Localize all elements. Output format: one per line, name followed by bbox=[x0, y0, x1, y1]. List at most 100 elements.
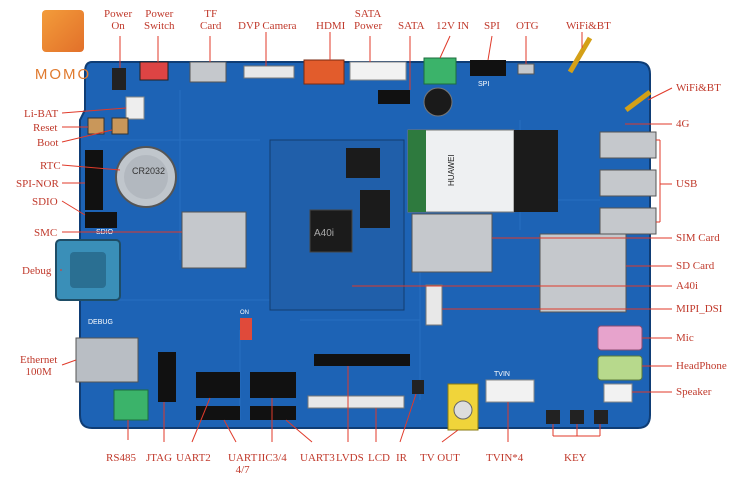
wifi-antenna-top bbox=[567, 36, 593, 74]
usb-port-1 bbox=[599, 131, 657, 159]
jtag-header bbox=[158, 352, 176, 402]
label-wifi-bt-right: WiFi&BT bbox=[676, 82, 721, 94]
cpu-label: A40i bbox=[314, 228, 334, 239]
emmc-chip bbox=[346, 148, 380, 178]
label-uart47: UART 4/7 bbox=[228, 452, 258, 476]
label-smc: SMC bbox=[34, 227, 58, 239]
otg-port bbox=[517, 63, 535, 75]
mipi-dsi-connector bbox=[425, 284, 443, 326]
spi-header bbox=[470, 60, 506, 76]
rs485-terminal bbox=[113, 389, 149, 421]
key-1 bbox=[546, 410, 560, 424]
label-jtag: JTAG bbox=[146, 452, 173, 464]
dc-12v-terminal bbox=[423, 57, 457, 85]
silk-on: ON bbox=[240, 310, 249, 316]
label-ethernet: Ethernet 100M bbox=[20, 354, 58, 378]
label-tv-out: TV OUT bbox=[420, 452, 460, 464]
label-mipi-dsi: MIPI_DSI bbox=[676, 303, 723, 315]
label-wifi-bt-top: WiFi&BT bbox=[566, 20, 611, 32]
label-tvin4: TVIN*4 bbox=[486, 452, 524, 464]
label-speaker: Speaker bbox=[676, 386, 712, 398]
ram-chip bbox=[360, 190, 390, 228]
label-iic34: IIC3/4 bbox=[258, 452, 287, 464]
tf-card-slot bbox=[189, 61, 227, 83]
label-usb: USB bbox=[676, 178, 698, 190]
silk-tvin: TVIN bbox=[494, 371, 510, 378]
label-rs485: RS485 bbox=[106, 452, 136, 464]
label-uart3: UART3 bbox=[300, 452, 335, 464]
headphone-jack bbox=[597, 355, 643, 381]
label-rtc: RTC bbox=[40, 160, 61, 172]
rtc-battery-text: CR2032 bbox=[132, 166, 165, 176]
label-key: KEY bbox=[564, 452, 587, 464]
dvp-camera-connector bbox=[243, 65, 295, 79]
usb-port-3 bbox=[599, 207, 657, 235]
mini-pcie-slot bbox=[514, 130, 558, 212]
uart3-header bbox=[250, 406, 296, 420]
label-ir: IR bbox=[396, 452, 407, 464]
key-3 bbox=[594, 410, 608, 424]
label-uart2: UART2 bbox=[176, 452, 211, 464]
sata-port bbox=[378, 90, 410, 104]
lvds-connector bbox=[314, 354, 410, 366]
ir-receiver bbox=[412, 380, 424, 394]
label-sim-card: SIM Card bbox=[676, 232, 720, 244]
key-2 bbox=[570, 410, 584, 424]
cpu-a40i bbox=[309, 209, 353, 253]
label-spi-nor: SPI-NOR bbox=[16, 178, 59, 190]
label-debug: Debug bbox=[22, 265, 52, 277]
label-boot: Boot bbox=[37, 137, 59, 149]
label-4g: 4G bbox=[676, 118, 690, 130]
label-power-on: Power On bbox=[104, 8, 133, 32]
tvin-connector bbox=[485, 379, 535, 403]
capacitor bbox=[423, 87, 453, 117]
power-switch bbox=[139, 61, 169, 81]
mic-jack bbox=[597, 325, 643, 351]
dip-switch bbox=[240, 318, 252, 340]
spi-nor-header bbox=[85, 150, 103, 210]
label-12v-in: 12V IN bbox=[436, 20, 470, 32]
logo-text: MOMO bbox=[34, 66, 92, 83]
boot-button bbox=[111, 117, 129, 135]
label-sata-power: SATA Power bbox=[354, 8, 383, 32]
label-headphone: HeadPhone bbox=[676, 360, 727, 372]
label-otg: OTG bbox=[516, 20, 539, 32]
sdio-header bbox=[85, 212, 117, 228]
label-a40i: A40i bbox=[676, 280, 698, 292]
label-sd-card: SD Card bbox=[676, 260, 715, 272]
label-lvds: LVDS bbox=[336, 452, 364, 464]
label-li-bat: Li-BAT bbox=[24, 108, 59, 120]
power-button bbox=[112, 68, 126, 90]
iic34-header bbox=[250, 372, 296, 398]
reset-button bbox=[87, 117, 105, 135]
silk-spi: SPI bbox=[478, 81, 489, 88]
sd-card-slot bbox=[539, 233, 627, 313]
label-power-switch: Power Switch bbox=[144, 8, 175, 32]
sim-card-slot bbox=[411, 213, 493, 273]
smc-slot bbox=[181, 211, 247, 269]
label-lcd: LCD bbox=[368, 452, 390, 464]
hdmi-port bbox=[303, 59, 345, 85]
label-sdio: SDIO bbox=[32, 196, 58, 208]
lcd-connector bbox=[307, 395, 405, 409]
silk-debug: DEBUG bbox=[88, 319, 113, 326]
speaker-connector bbox=[603, 383, 633, 403]
label-hdmi: HDMI bbox=[316, 20, 346, 32]
sata-power-connector bbox=[349, 61, 407, 81]
uart47-header bbox=[196, 406, 240, 420]
ethernet-jack bbox=[75, 337, 139, 383]
momo-logo: MOMO bbox=[28, 10, 98, 88]
uart2-header bbox=[196, 372, 240, 398]
logo-mark bbox=[42, 10, 84, 52]
module-brand: HUAWEI bbox=[447, 154, 456, 186]
wifi-antenna-right bbox=[624, 90, 652, 112]
usb-port-2 bbox=[599, 169, 657, 197]
label-reset: Reset bbox=[33, 122, 58, 134]
leader-lines bbox=[60, 32, 673, 443]
label-spi: SPI bbox=[484, 20, 500, 32]
label-mic: Mic bbox=[676, 332, 694, 344]
li-bat-connector bbox=[125, 96, 145, 120]
label-sata: SATA bbox=[398, 20, 425, 32]
label-tf-card: TF Card bbox=[200, 8, 222, 32]
